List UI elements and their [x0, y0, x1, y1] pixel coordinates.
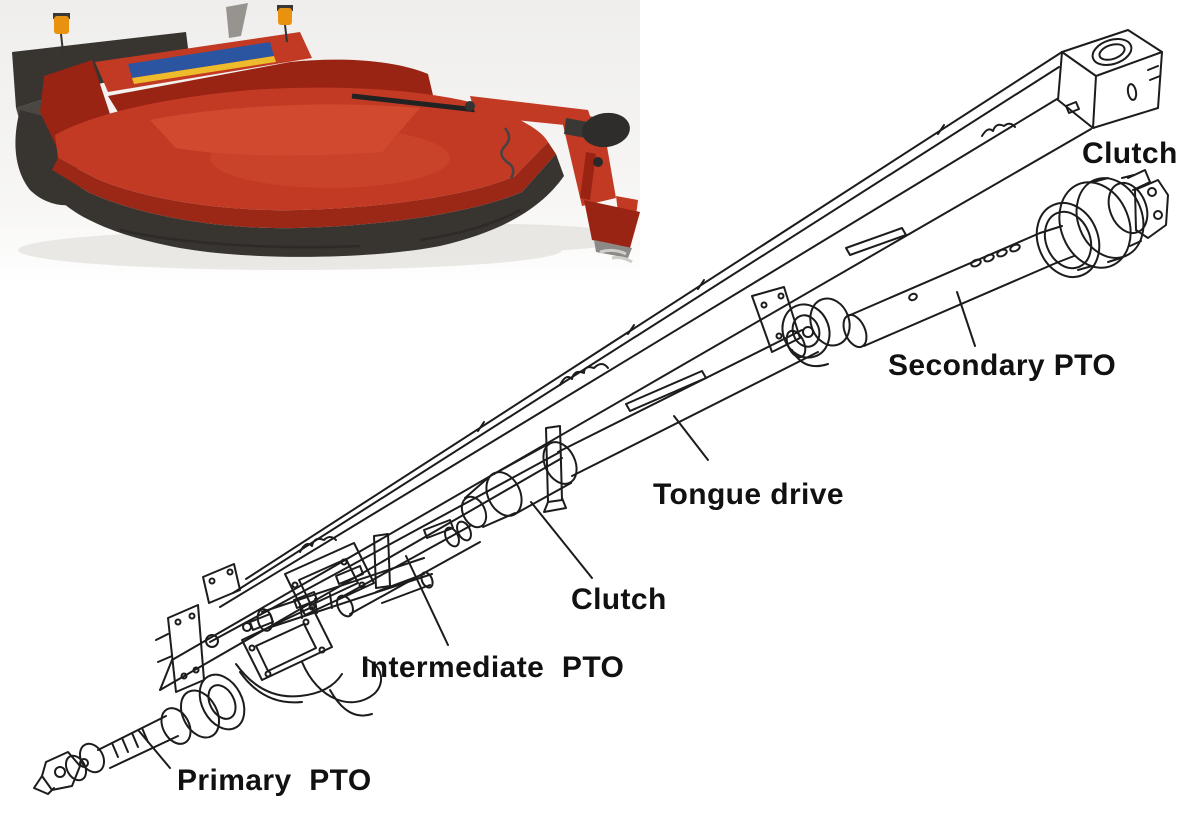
leader-lines [138, 291, 976, 769]
leader-tongue-drive [673, 415, 709, 461]
label-clutch-mid: Clutch [571, 583, 667, 616]
rubber-skirt [52, 154, 564, 257]
brand-decal-yellow [132, 56, 276, 84]
mower-photo [0, 0, 640, 280]
label-primary-pto: Primary PTO [177, 764, 372, 797]
brand-decal-blue [128, 42, 274, 78]
label-clutch-top: Clutch [1082, 137, 1178, 170]
deflector-fin [226, 3, 248, 38]
mid-universal-joint [751, 286, 851, 368]
deck-highlight [150, 104, 450, 188]
leader-secondary-pto [956, 291, 976, 347]
label-secondary-pto: Secondary PTO [888, 349, 1117, 382]
secondary-pto-shaft [842, 225, 1075, 349]
leader-clutch-mid [530, 501, 593, 579]
drawbar-arm [351, 93, 640, 264]
tongue-beam [159, 51, 1092, 691]
hose-squiggles [299, 122, 1016, 553]
skirt-streaks [119, 208, 521, 249]
label-tongue-drive: Tongue drive [653, 478, 844, 511]
primary-pto-shaft [33, 673, 246, 795]
leader-primary-pto [138, 730, 171, 769]
clutch-mid-assembly [373, 425, 578, 589]
tongue-drive-shaft [557, 329, 819, 477]
clutch-top-assembly [1035, 169, 1169, 278]
hitch-end [1057, 29, 1163, 129]
leader-intermediate-pto [405, 555, 449, 646]
warning-beacons [53, 5, 293, 53]
gearbox-mount [155, 542, 434, 717]
deck-front-band [52, 142, 556, 229]
label-intermediate-pto: Intermediate PTO [361, 651, 625, 684]
